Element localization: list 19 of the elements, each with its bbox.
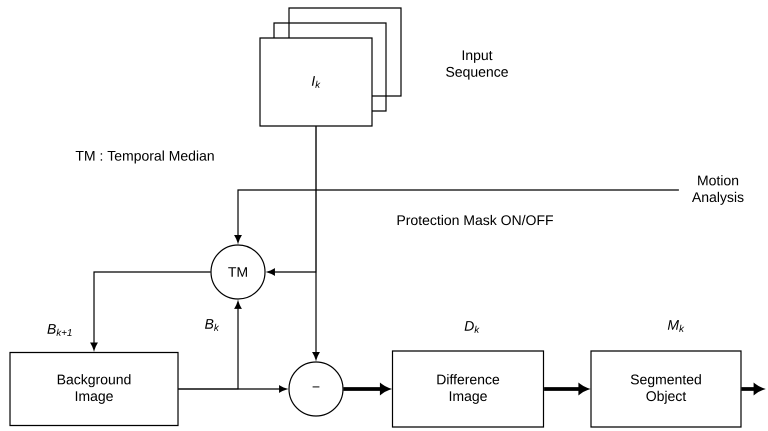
arrow bbox=[742, 384, 764, 394]
process-box: Segmented Object bbox=[590, 350, 742, 428]
edge-label: B$_{k}$ bbox=[203, 318, 221, 332]
process-box: Background Image bbox=[9, 352, 179, 426]
edge-label: B$_{k+1}$ bbox=[46, 322, 74, 338]
arrow bbox=[267, 126, 317, 276]
note-text: TM : Temporal Median bbox=[76, 150, 214, 164]
arrow bbox=[178, 301, 242, 390]
arrow bbox=[90, 271, 210, 350]
note-text: Input Sequence bbox=[446, 50, 508, 80]
arrow bbox=[234, 189, 679, 243]
symbol-label: D$_{k}$ bbox=[464, 321, 480, 333]
image-frame: I$_{k}$ bbox=[259, 37, 373, 127]
input-text: Motion Analysis bbox=[692, 175, 744, 205]
note-text: Protection Mask ON/OFF bbox=[398, 214, 553, 226]
arrow bbox=[544, 384, 588, 394]
process-box: Difference Image bbox=[392, 350, 544, 428]
arrow bbox=[344, 384, 390, 394]
symbol-label: M$_{k}$ bbox=[668, 320, 684, 332]
